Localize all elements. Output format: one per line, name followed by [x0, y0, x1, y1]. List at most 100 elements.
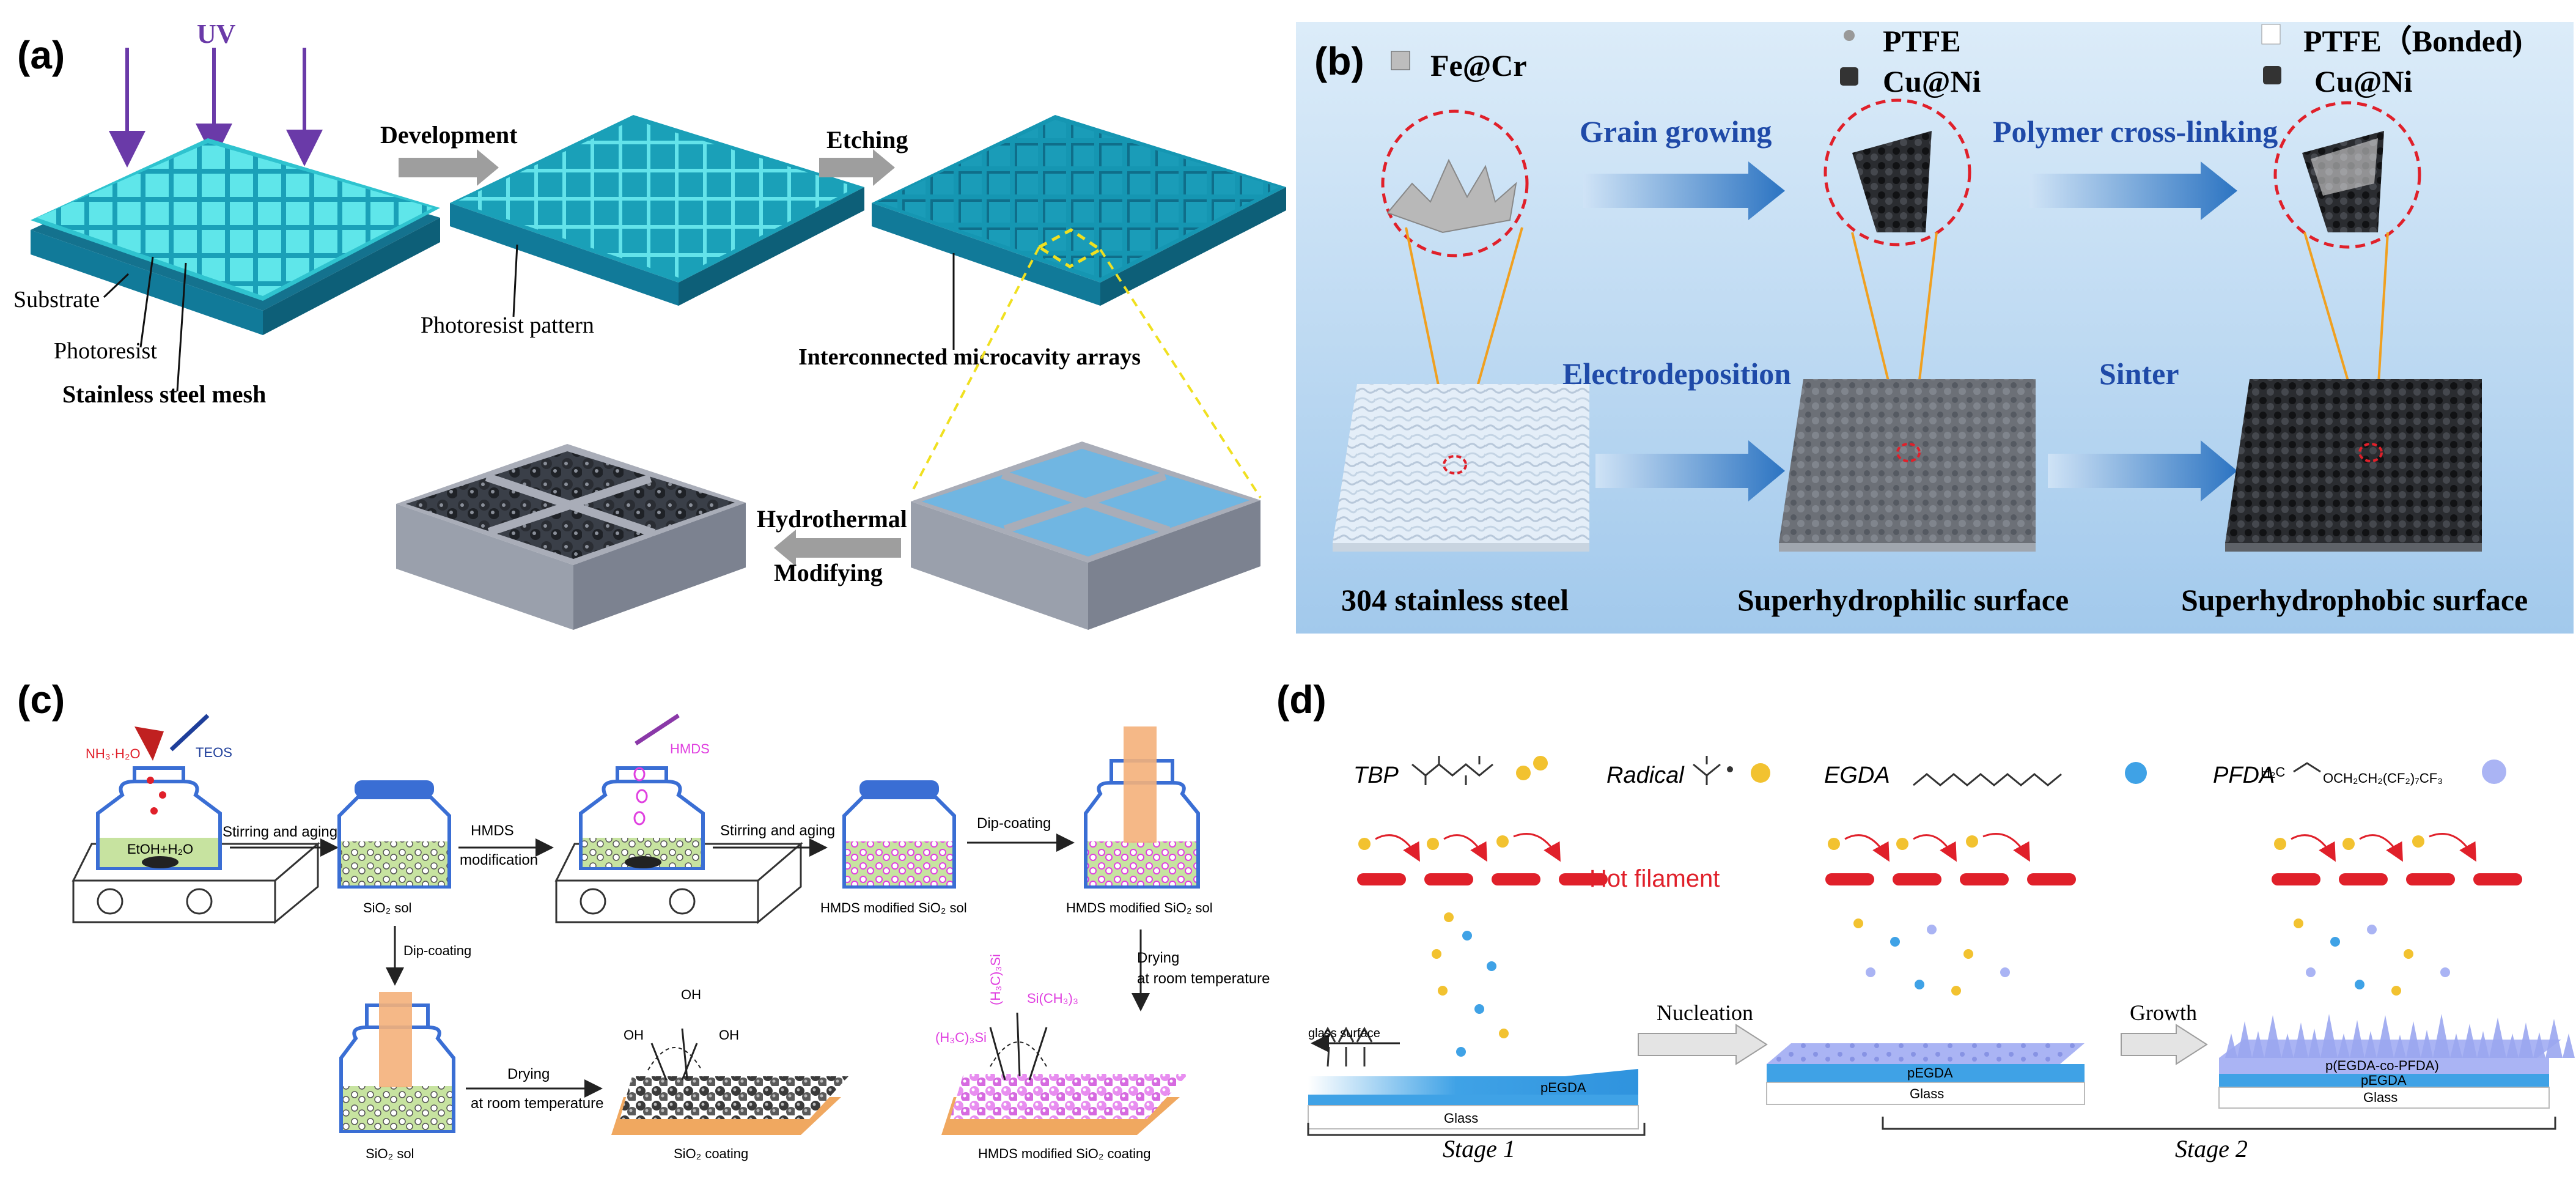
pfda-label: PFDA [2213, 763, 2275, 788]
label-arrays: Interconnected microcavity arrays [798, 344, 1141, 370]
arrow-development [399, 149, 499, 186]
syringe-hmds-icon [635, 714, 680, 745]
label-pattern: Photoresist pattern [421, 312, 594, 338]
step-nucleation: Nucleation [1657, 1000, 1753, 1025]
step-grain: Grain growing [1580, 114, 1772, 149]
particles-stage2a [1853, 918, 2010, 996]
cuni-swatch [1840, 67, 1858, 86]
flask-1 [96, 766, 222, 870]
filament-group-2 [1825, 833, 2076, 885]
dropper-icon [134, 726, 164, 761]
tms-1: (H₃C)₃Si [935, 1030, 987, 1045]
step-sinter: Sinter [2099, 357, 2179, 391]
mesh-slab-2 [450, 115, 864, 306]
step-growth: Growth [2130, 1000, 2197, 1025]
filament-group-1 [1357, 833, 1608, 885]
oh-2: OH [681, 987, 701, 1002]
solvent: EtOH+H₂O [127, 841, 193, 857]
pfda-structure [2293, 762, 2321, 773]
legend-fecr: Fe@Cr [1430, 48, 1527, 83]
arrow-etching [819, 149, 895, 186]
particles-stage1 [1432, 912, 1509, 1057]
egda-label: EGDA [1824, 763, 1890, 788]
substrate-stage2b [2218, 1014, 2575, 1109]
hot-filament-label: Hot filament [1589, 865, 1720, 892]
particles-stage2b [2294, 918, 2450, 996]
tms-3: Si(CH₃)₃ [1027, 991, 1078, 1006]
plate-superhydrophobic [2225, 379, 2482, 552]
radical-sphere [1751, 763, 1770, 783]
jar-hmds-1 [842, 780, 956, 889]
mesh-slab-3 [872, 115, 1286, 306]
reagent-nh3: NH₃·H₂O [86, 746, 141, 761]
step-dip2: Dip-coating [403, 943, 471, 958]
tbp-structure [1411, 756, 1493, 785]
arrow-sinter [2048, 440, 2237, 501]
h2c-label: H₂C [2261, 764, 2285, 780]
jar-sio2-dip [339, 992, 455, 1133]
cuni2-swatch [2263, 66, 2281, 84]
ptfe-swatch [1844, 30, 1855, 41]
legend-ptfe-bonded: PTFE（Bonded) [2303, 24, 2522, 58]
layer-pegda3: pEGDA [2361, 1073, 2407, 1088]
coating-hmds: HMDS modified SiO₂ coating [978, 1146, 1150, 1161]
pfda-sphere [2482, 760, 2506, 784]
fecr-swatch [1391, 51, 1410, 70]
step-drying2: Drying [1137, 950, 1179, 966]
cap-superhydrophilic: Superhydrophilic surface [1737, 583, 2069, 617]
panel-a-label: (a) [17, 33, 65, 77]
oh-1: OH [624, 1027, 644, 1043]
arrow-hydrothermal [774, 530, 901, 566]
step-drying1: Drying [507, 1066, 550, 1082]
stage2-label: Stage 2 [2175, 1135, 2248, 1162]
brace-stage1 [1307, 1123, 1646, 1136]
coating-sio2: SiO₂ coating [674, 1146, 748, 1161]
tbp-sphere [1533, 756, 1548, 771]
tms-2: (H₃C)₃Si [988, 954, 1003, 1005]
cap-304: 304 stainless steel [1341, 583, 1569, 617]
zoom-bonded [2273, 101, 2421, 454]
radical-structure [1693, 756, 1721, 785]
step-electro: Electrodeposition [1562, 357, 1791, 391]
egda-structure [1913, 773, 2062, 786]
layer-glass1: Glass [1444, 1111, 1478, 1126]
syringe-icon [169, 714, 210, 752]
coating-hmds-graphic [941, 1012, 1188, 1135]
tbp-sphere [1516, 766, 1531, 780]
jar-sio2 [337, 780, 451, 889]
uv-label: UV [197, 19, 236, 49]
tbp-label: TBP [1353, 763, 1399, 788]
layer-copoly: p(EGDA-co-PFDA) [2325, 1058, 2439, 1073]
legend-cuni2: Cu@Ni [2314, 64, 2413, 98]
oh-3: OH [719, 1027, 739, 1043]
coated-box [396, 444, 746, 630]
filament-group-3 [2272, 833, 2522, 885]
step-stir1: Stirring and aging [223, 824, 337, 840]
step-stir2: Stirring and aging [720, 822, 835, 839]
sol-hmds2: HMDS modified SiO₂ sol [1066, 900, 1213, 915]
step-hmds: HMDS [471, 822, 514, 839]
sol-hmds1: HMDS modified SiO₂ sol [820, 900, 967, 915]
arrow-electro [1595, 440, 1785, 501]
glass-surface-label: glass surface [1308, 1027, 1380, 1040]
arrow-growth [2121, 1024, 2208, 1065]
layer-pegda1: pEGDA [1540, 1080, 1586, 1095]
plate-superhydrophilic [1779, 379, 2036, 552]
plate-304 [1333, 384, 1589, 552]
substrate-stage2a [1766, 1043, 2085, 1105]
step-roomtemp2: at room temperature [1137, 970, 1270, 987]
coating-sio2-graphic [611, 1028, 848, 1135]
step-modification: modification [460, 852, 538, 868]
reagent-hmds: HMDS [670, 741, 710, 756]
egda-sphere [2125, 762, 2147, 784]
panel-a: (a) UV Substrate Photoresist Stainless s… [13, 19, 1286, 630]
arrow-polymer [2030, 161, 2237, 220]
arrow-grain [1583, 161, 1785, 220]
panel-c-label: (c) [17, 678, 65, 722]
substrate-stage1 [1308, 1026, 1639, 1129]
layer-glass3: Glass [2363, 1090, 2398, 1105]
panel-c: (c) NH₃·H₂O TEOS EtOH+H₂O Stirring and a… [17, 678, 1270, 1161]
sol2: SiO₂ sol [366, 1146, 414, 1161]
legend-ptfe: PTFE [1883, 24, 1961, 58]
